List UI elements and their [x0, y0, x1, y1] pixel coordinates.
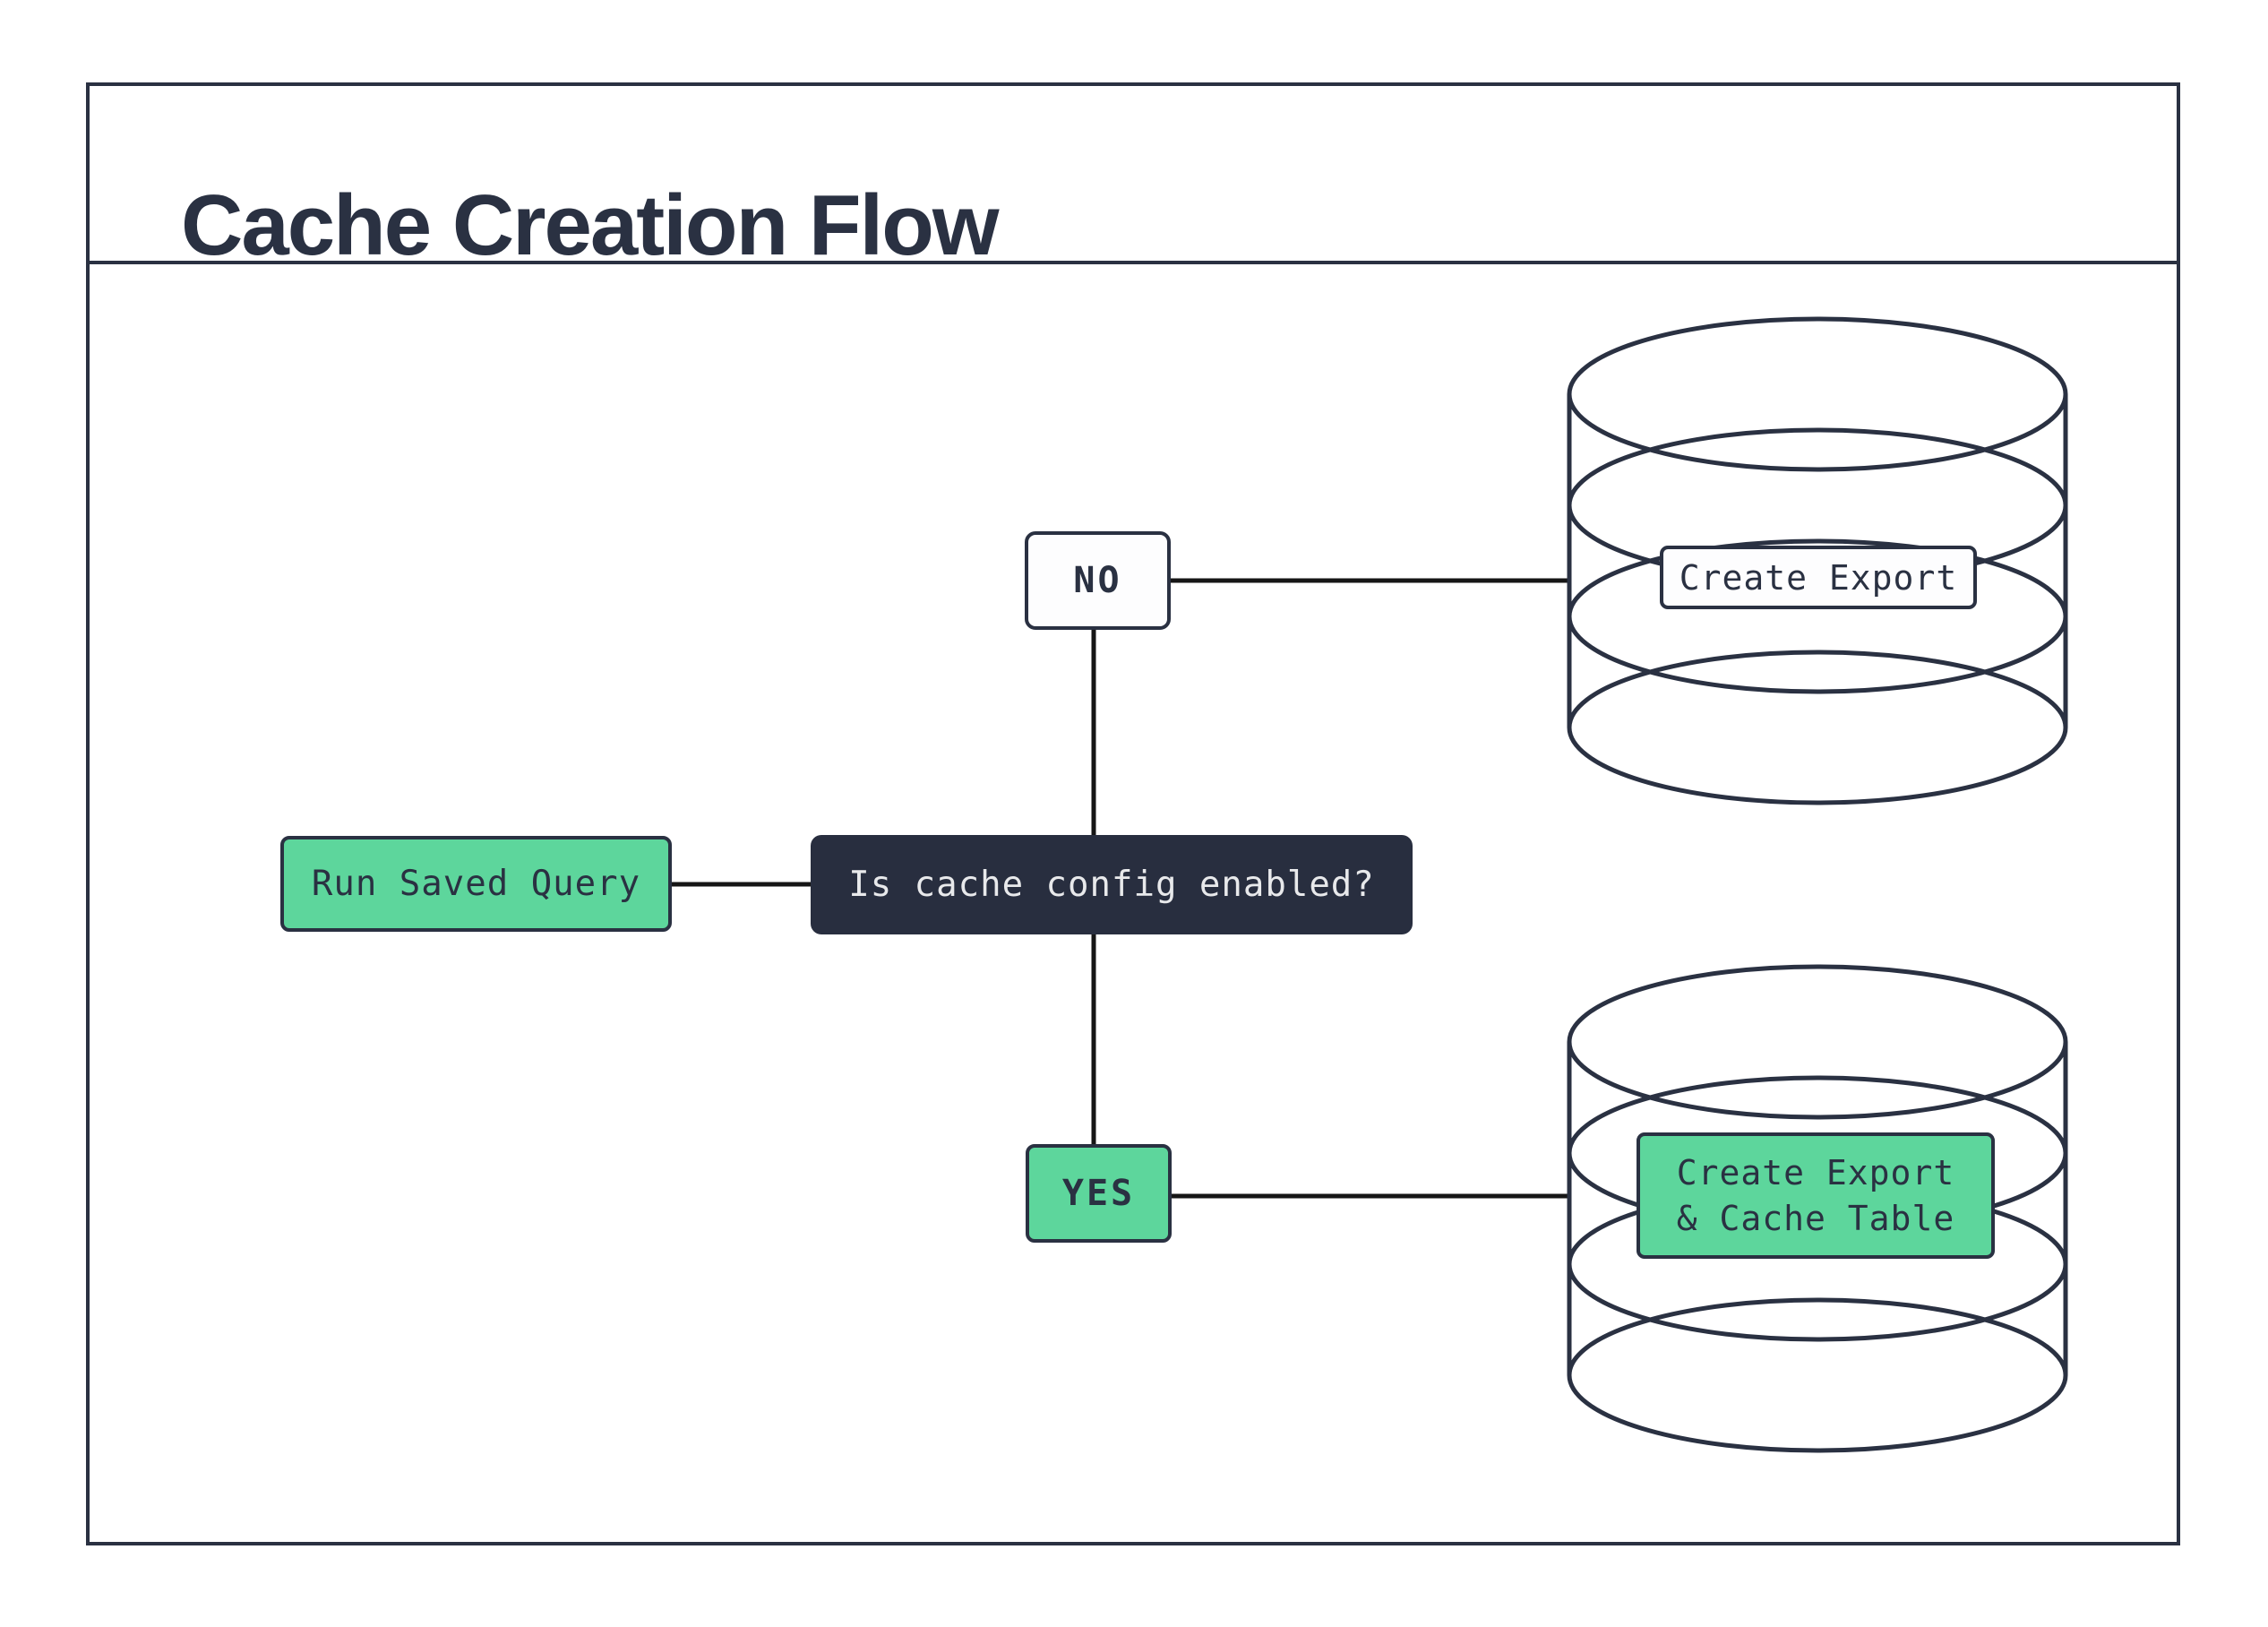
no-branch-label: NO [1073, 560, 1122, 601]
database-disk [1567, 316, 2068, 472]
database-disk [1567, 538, 2068, 694]
connector-lines [672, 578, 1570, 1199]
create-export-cache-table-line1: Create Export [1676, 1153, 1955, 1193]
database-icon [1567, 316, 2068, 805]
create-export-cache-table-line2: & Cache Table [1676, 1198, 1955, 1238]
cache-config-decision-label: Is cache config enabled? [848, 865, 1375, 905]
create-export-label: Create Export [1660, 546, 1977, 609]
database-disk [1567, 650, 2068, 805]
yes-branch-label: YES [1061, 1173, 1136, 1214]
no-branch-node: NO [1025, 531, 1171, 630]
create-export-text: Create Export [1679, 557, 1958, 598]
database-disk [1567, 1297, 2068, 1453]
create-export-cache-table-label: Create Export & Cache Table [1637, 1132, 1995, 1259]
yes-branch-node: YES [1026, 1144, 1172, 1243]
database-disk [1567, 964, 2068, 1120]
run-saved-query-label: Run Saved Query [311, 864, 641, 904]
cache-config-decision-node: Is cache config enabled? [811, 835, 1413, 934]
page-title: Cache Creation Flow [181, 177, 999, 274]
header-separator [86, 261, 2180, 264]
run-saved-query-node: Run Saved Query [280, 836, 672, 932]
